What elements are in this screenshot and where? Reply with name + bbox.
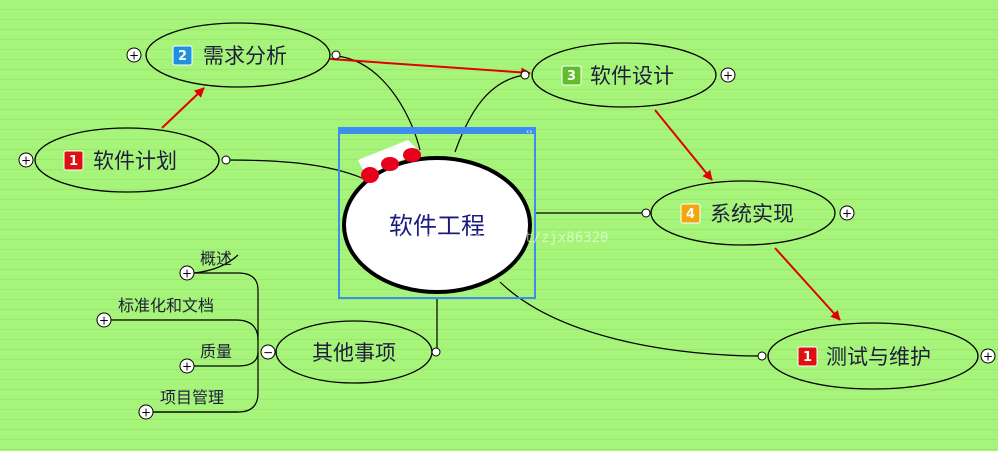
svg-text:−: −: [263, 346, 273, 360]
flow-arrow-analysis-to-design: [329, 58, 531, 78]
connector-test: [499, 281, 763, 357]
watermark: http://blog.csdn.net/zjx86320: [364, 230, 608, 246]
expand-button[interactable]: +: [18, 152, 34, 168]
node-plan[interactable]: 1 软件计划: [34, 127, 220, 193]
expand-button[interactable]: +: [138, 404, 154, 420]
connectors: [110, 55, 763, 413]
central-topic-label: 软件工程: [389, 212, 485, 240]
leaf-biaozhunhua[interactable]: 标准化和文档: [118, 296, 214, 315]
expand-button[interactable]: +: [126, 47, 142, 63]
leaf-zhiliang[interactable]: 质量: [200, 342, 232, 361]
priority-number: 2: [178, 49, 187, 64]
priority-number: 1: [803, 350, 812, 365]
central-selection-frame[interactable]: ‹›: [338, 127, 536, 299]
red-blot: [361, 167, 379, 183]
node-test[interactable]: 1 测试与维护: [767, 322, 979, 390]
connector-endpoints: [221, 50, 767, 361]
priority-badge: [172, 45, 193, 66]
node-analysis[interactable]: 2 需求分析: [145, 22, 331, 88]
priority-badge: [680, 203, 701, 224]
node-test-label: 测试与维护: [826, 345, 931, 369]
bracket-other-children: [153, 272, 259, 413]
branch-gaishu: [193, 254, 239, 274]
connector-plan: [225, 159, 363, 179]
expand-button[interactable]: +: [839, 205, 855, 221]
leaf-gaishu[interactable]: 概述: [200, 249, 232, 268]
expand-button[interactable]: +: [980, 348, 996, 364]
priority-badge: [63, 150, 84, 171]
red-blot: [403, 148, 421, 162]
priority-badge: [561, 65, 582, 86]
red-blot: [381, 157, 399, 171]
collapse-button[interactable]: −: [260, 344, 276, 360]
expand-button[interactable]: +: [179, 265, 195, 281]
central-topic[interactable]: 软件工程: [342, 140, 532, 294]
node-analysis-label: 需求分析: [203, 44, 287, 68]
svg-text:+: +: [21, 154, 31, 168]
expand-button[interactable]: +: [179, 358, 195, 374]
leaf-xiangmu-guanli[interactable]: 项目管理: [160, 388, 224, 407]
node-impl-label: 系统实现: [710, 202, 794, 226]
node-plan-label: 软件计划: [93, 149, 177, 173]
node-impl[interactable]: 4 系统实现: [650, 180, 836, 246]
priority-badge: [797, 346, 818, 367]
flow-arrow-impl-to-test: [774, 247, 841, 321]
node-design-label: 软件设计: [590, 64, 674, 88]
svg-text:+: +: [99, 314, 109, 328]
connector-design: [454, 74, 526, 153]
priority-number: 4: [686, 207, 695, 222]
priority-number: 3: [567, 69, 576, 84]
svg-text:+: +: [182, 360, 192, 374]
connector-analysis: [335, 55, 421, 151]
flow-arrows: [161, 58, 841, 321]
node-other-label: 其他事项: [312, 341, 396, 365]
node-other[interactable]: 其他事项: [275, 320, 433, 384]
branch-zhiliang: [194, 351, 259, 367]
node-design[interactable]: 3 软件设计: [531, 42, 717, 108]
priority-number: 1: [69, 154, 78, 169]
svg-text:+: +: [141, 406, 151, 420]
svg-text:+: +: [983, 350, 993, 364]
flow-arrow-plan-to-analysis: [161, 87, 205, 129]
flow-arrow-design-to-impl: [654, 109, 713, 181]
selection-toggle[interactable]: ‹›: [526, 127, 532, 136]
svg-text:+: +: [723, 69, 733, 83]
svg-text:+: +: [842, 207, 852, 221]
svg-text:+: +: [182, 267, 192, 281]
svg-text:+: +: [129, 49, 139, 63]
expand-button[interactable]: +: [720, 67, 736, 83]
expand-button[interactable]: +: [96, 312, 112, 328]
branch-biaozhun: [110, 319, 259, 341]
